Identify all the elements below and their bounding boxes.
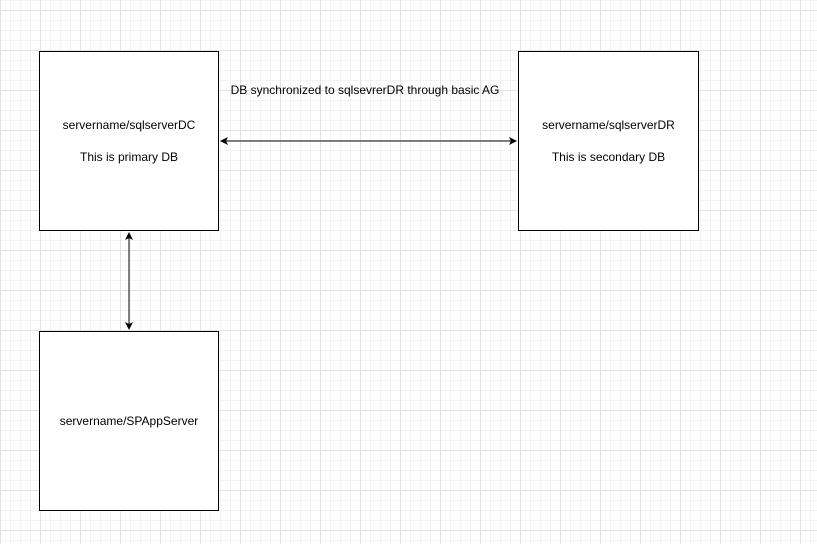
primary-db-server-description: This is primary DB — [79, 150, 178, 164]
secondary-db-server-node[interactable]: servername/sqlserverDR This is secondary… — [518, 51, 699, 231]
secondary-db-server-description: This is secondary DB — [551, 150, 666, 164]
app-server-name: servername/SPAppServer — [59, 414, 199, 428]
primary-db-server-node[interactable]: servername/sqlserverDC This is primary D… — [39, 51, 219, 231]
secondary-db-server-name: servername/sqlserverDR — [542, 118, 675, 132]
replication-edge-label[interactable]: DB synchronized to sqlsevrerDR through b… — [230, 83, 500, 97]
app-server-node[interactable]: servername/SPAppServer — [39, 331, 219, 511]
primary-db-server-name: servername/sqlserverDC — [62, 118, 196, 132]
